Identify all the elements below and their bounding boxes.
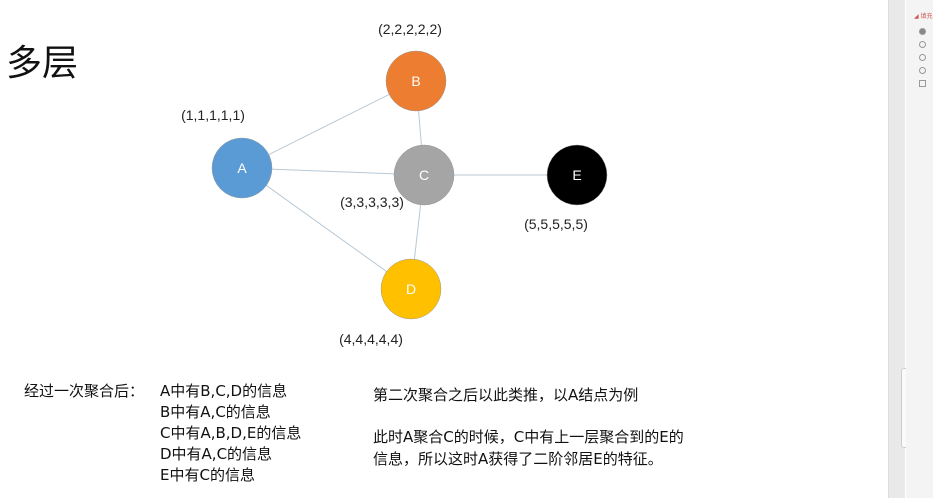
node-C (393, 144, 455, 206)
node-A (211, 137, 273, 199)
fill-option-checkbox[interactable] (919, 80, 926, 87)
aggregation-line: B中有A,C的信息 (160, 403, 271, 421)
explanation-line: 第二次聚合之后以此类推，以A结点为例 (373, 386, 639, 404)
node-vector: (3,3,3,3,3) (340, 194, 404, 210)
aggregation-line: A中有B,C,D的信息 (160, 382, 288, 400)
fill-option-radio[interactable] (919, 41, 926, 48)
node-vector: (4,4,4,4,4) (339, 331, 403, 347)
edge-A-D (241, 167, 412, 290)
aggregation-line: E中有C的信息 (160, 466, 255, 484)
explanation-line: 信息，所以这时A获得了二阶邻居E的特征。 (373, 450, 663, 468)
edge-A-B (241, 80, 417, 169)
format-panel: ◢ 填充 (906, 0, 933, 498)
node-label: B (411, 73, 420, 89)
explanation-line: 此时A聚合C的时候，C中有上一层聚合到的E的 (373, 428, 684, 446)
node-vector: (5,5,5,5,5) (524, 216, 588, 232)
aggregation-line: C中有A,B,D,E的信息 (160, 424, 302, 442)
graph-diagram: A (1,1,1,1,1) B (2,2,2,2,2) C (3,3,3,3,3) D (4,… (181, 21, 608, 347)
node-label: A (237, 160, 247, 176)
slide-title: 多层 (6, 43, 79, 84)
node-vector: (1,1,1,1,1) (181, 107, 245, 123)
node-label: C (419, 167, 429, 183)
node-D (380, 258, 442, 320)
node-label: E (572, 167, 581, 183)
aggregation-line: D中有A,C的信息 (160, 445, 273, 463)
node-vector: (2,2,2,2,2) (378, 21, 442, 37)
fill-option-radio[interactable] (919, 54, 926, 61)
fill-section-header[interactable]: ◢ 填充 (914, 13, 933, 20)
edge-A-C (241, 167, 425, 176)
fill-option-radio[interactable] (919, 67, 926, 74)
node-B (385, 50, 447, 112)
fill-option-radio[interactable] (919, 28, 926, 35)
node-label: D (406, 281, 416, 297)
aggregation-prefix: 经过一次聚合后： (24, 382, 145, 400)
node-E (546, 144, 608, 206)
slide: 多层 A (1,1,1,1,1) B (2,2,2,2,2) C (3,3,3,3,3) D… (6, 0, 889, 498)
